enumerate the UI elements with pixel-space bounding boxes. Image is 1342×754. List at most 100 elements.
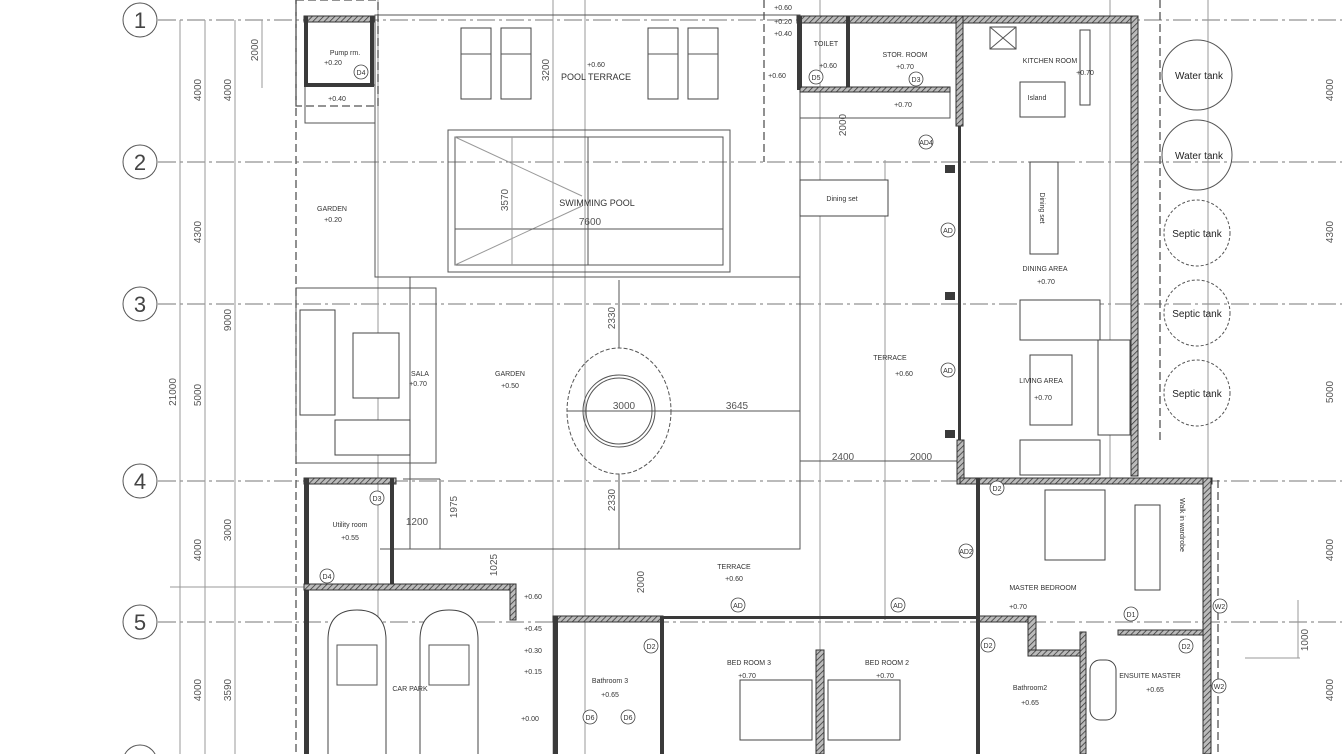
fountain bbox=[566, 280, 960, 549]
svg-text:2: 2 bbox=[134, 150, 146, 175]
svg-text:+0.70: +0.70 bbox=[1076, 70, 1094, 77]
svg-text:3200: 3200 bbox=[541, 58, 552, 81]
svg-text:D2: D2 bbox=[984, 643, 993, 650]
svg-text:2000: 2000 bbox=[838, 113, 849, 136]
svg-text:+0.60: +0.60 bbox=[725, 576, 743, 583]
grid-axis-bubbles: 1 2 3 4 5 6 bbox=[122, 2, 158, 754]
svg-text:Septic tank: Septic tank bbox=[1172, 309, 1222, 320]
svg-text:AD: AD bbox=[943, 368, 953, 375]
bathroom3-label: Bathroom 3 bbox=[592, 678, 628, 685]
svg-text:+0.70: +0.70 bbox=[1037, 279, 1055, 286]
svg-text:+0.65: +0.65 bbox=[601, 692, 619, 699]
svg-text:2000: 2000 bbox=[250, 38, 261, 61]
terrace-south-label: TERRACE bbox=[717, 564, 751, 571]
svg-text:4000: 4000 bbox=[193, 538, 204, 561]
svg-text:+0.55: +0.55 bbox=[341, 535, 359, 542]
sala-label: SALA bbox=[411, 371, 429, 378]
pump-room-label: Pump rm. bbox=[330, 50, 360, 57]
door-tag: D6 bbox=[582, 709, 598, 725]
svg-text:2330: 2330 bbox=[607, 306, 618, 329]
svg-text:2330: 2330 bbox=[607, 488, 618, 511]
svg-text:D3: D3 bbox=[912, 77, 921, 84]
svg-text:1000: 1000 bbox=[1300, 628, 1311, 651]
svg-text:AD2: AD2 bbox=[959, 549, 973, 556]
svg-text:4000: 4000 bbox=[1325, 538, 1336, 561]
outlines bbox=[295, 0, 951, 550]
terrace-dining-set-label: Dining set bbox=[826, 196, 857, 203]
svg-text:3: 3 bbox=[134, 292, 146, 317]
door-tag: AD bbox=[730, 597, 746, 613]
door-tag: D2 bbox=[1178, 638, 1194, 654]
svg-text:+0.20: +0.20 bbox=[324, 217, 342, 224]
room-labels: Pump rm. +0.20 +0.40 GARDEN +0.20 +0.60 … bbox=[317, 5, 1185, 723]
svg-text:D6: D6 bbox=[586, 715, 595, 722]
svg-text:D4: D4 bbox=[357, 70, 366, 77]
svg-text:+0.20: +0.20 bbox=[324, 60, 342, 67]
terrace-east-label: TERRACE bbox=[873, 355, 907, 362]
water-tank: Water tank bbox=[1161, 119, 1233, 191]
door-tags: D4 D3 D4 D5 D3 AD4 AD AD AD2 D2 D2 D2 D1… bbox=[319, 64, 1228, 725]
ensuite-master-label: ENSUITE MASTER bbox=[1119, 673, 1180, 680]
svg-text:+0.00: +0.00 bbox=[521, 716, 539, 723]
svg-text:3570: 3570 bbox=[500, 188, 511, 211]
bedroom3-label: BED ROOM 3 bbox=[727, 660, 771, 667]
interior-furniture bbox=[739, 26, 1161, 741]
svg-text:+0.30: +0.30 bbox=[524, 648, 542, 655]
svg-text:D2: D2 bbox=[993, 486, 1002, 493]
door-tag: D2 bbox=[643, 638, 659, 654]
sala-furniture bbox=[299, 309, 411, 456]
door-tag: AD4 bbox=[918, 134, 934, 150]
cars bbox=[327, 609, 479, 754]
svg-text:4000: 4000 bbox=[1325, 78, 1336, 101]
svg-text:D2: D2 bbox=[1182, 644, 1191, 651]
svg-text:D2: D2 bbox=[647, 644, 656, 651]
axis-bubble-5: 5 bbox=[122, 604, 158, 640]
svg-text:+0.40: +0.40 bbox=[328, 96, 346, 103]
svg-text:2400: 2400 bbox=[832, 452, 855, 463]
living-area-label: LIVING AREA bbox=[1019, 378, 1063, 385]
svg-text:5: 5 bbox=[134, 610, 146, 635]
svg-text:+0.45: +0.45 bbox=[524, 626, 542, 633]
door-tag: D6 bbox=[620, 709, 636, 725]
svg-text:+0.60: +0.60 bbox=[895, 371, 913, 378]
svg-text:AD: AD bbox=[733, 603, 743, 610]
svg-text:+0.70: +0.70 bbox=[896, 64, 914, 71]
svg-text:+0.70: +0.70 bbox=[738, 673, 756, 680]
svg-text:Septic tank: Septic tank bbox=[1172, 229, 1222, 240]
svg-text:AD: AD bbox=[943, 228, 953, 235]
svg-text:3645: 3645 bbox=[726, 401, 749, 412]
pool-terrace-label: POOL TERRACE bbox=[561, 72, 631, 82]
door-tag: AD bbox=[940, 362, 956, 378]
svg-text:4: 4 bbox=[134, 469, 146, 494]
toilet-label: TOILET bbox=[814, 41, 839, 48]
svg-text:4300: 4300 bbox=[193, 220, 204, 243]
septic-tank: Septic tank bbox=[1163, 199, 1231, 267]
svg-text:9000: 9000 bbox=[223, 308, 234, 331]
axis-bubble-1: 1 bbox=[122, 2, 158, 38]
svg-text:4000: 4000 bbox=[193, 678, 204, 701]
utility-room-label: Utility room bbox=[332, 522, 367, 529]
svg-text:+0.70: +0.70 bbox=[1034, 395, 1052, 402]
axis-bubble-4: 4 bbox=[122, 463, 158, 499]
svg-text:+0.50: +0.50 bbox=[501, 383, 519, 390]
svg-text:+0.65: +0.65 bbox=[1146, 687, 1164, 694]
axis-bubble-3: 3 bbox=[122, 286, 158, 322]
car-park-label: CAR PARK bbox=[392, 686, 428, 693]
svg-text:+0.70: +0.70 bbox=[409, 381, 427, 388]
svg-text:+0.40: +0.40 bbox=[774, 31, 792, 38]
svg-text:4000: 4000 bbox=[193, 78, 204, 101]
svg-text:AD4: AD4 bbox=[919, 140, 933, 147]
axis-bubble-2: 2 bbox=[122, 144, 158, 180]
svg-text:+0.60: +0.60 bbox=[587, 62, 605, 69]
tanks: Water tank Water tank Septic tank Septic… bbox=[1161, 39, 1233, 427]
window-tag: W2 bbox=[1212, 598, 1228, 614]
svg-text:4300: 4300 bbox=[1325, 220, 1336, 243]
svg-text:+0.70: +0.70 bbox=[1009, 604, 1027, 611]
svg-text:+0.60: +0.60 bbox=[524, 594, 542, 601]
bathroom2-label: Bathroom2 bbox=[1013, 685, 1047, 692]
walk-in-wardrobe-label: Walk in wardrobe bbox=[1178, 498, 1185, 552]
dining-area-label: DINING AREA bbox=[1022, 266, 1067, 273]
svg-text:AD: AD bbox=[893, 603, 903, 610]
svg-text:3590: 3590 bbox=[223, 678, 234, 701]
